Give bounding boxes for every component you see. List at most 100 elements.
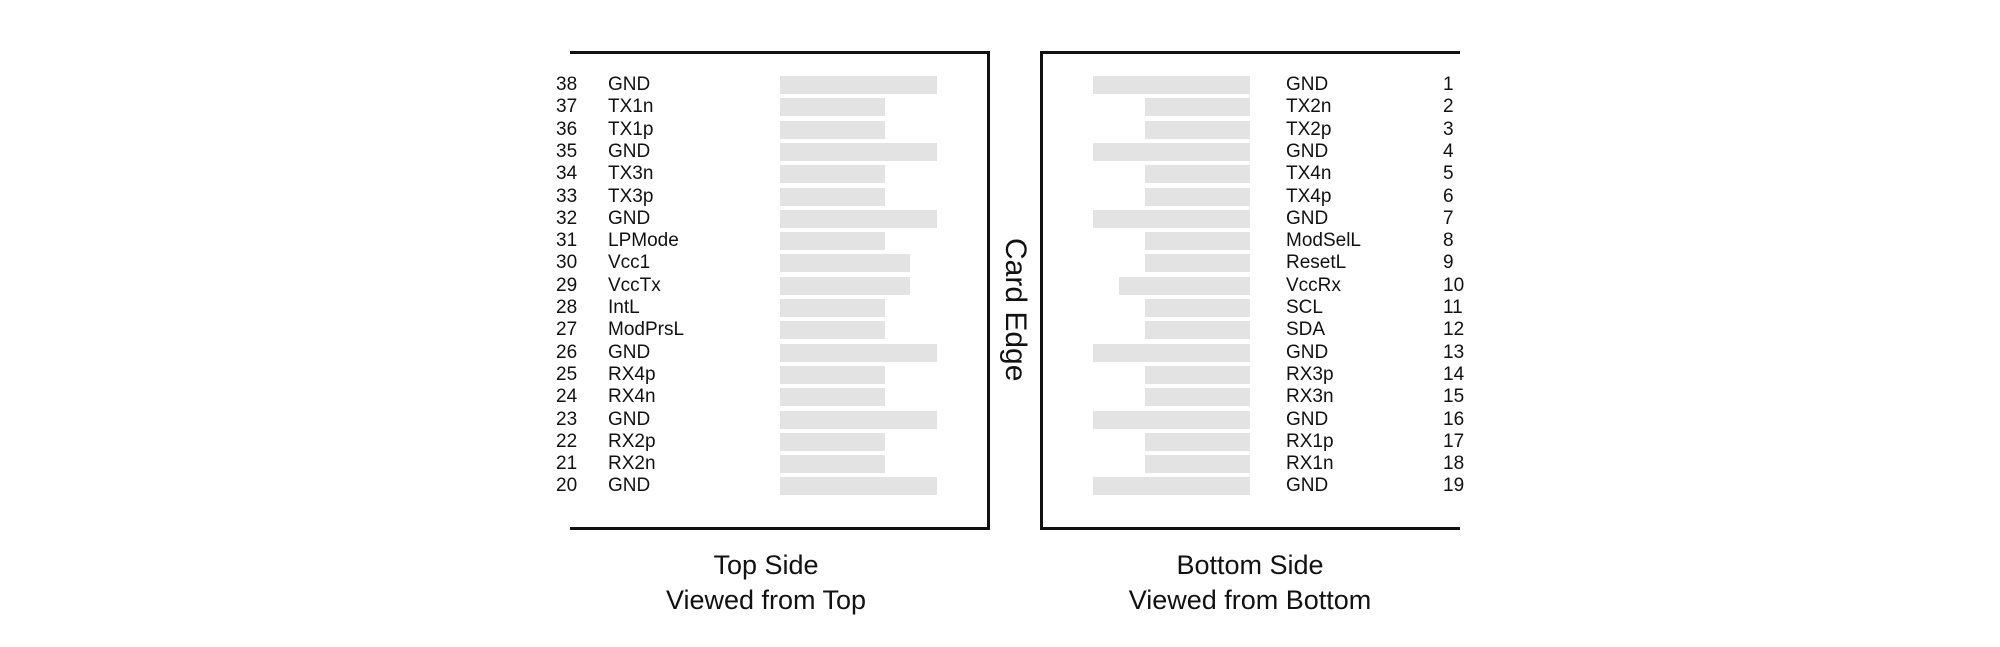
top-pin-row: 38 GND <box>0 74 2000 96</box>
top-pin-row: 22 RX2p <box>0 431 2000 453</box>
contact-pad <box>780 299 885 317</box>
pin-signal-name: GND <box>608 341 651 363</box>
pin-number: 37 <box>556 96 578 118</box>
pin-signal-name: RX3n <box>1286 386 1334 408</box>
pin-number: 30 <box>556 252 578 274</box>
pin-signal-name: SCL <box>1286 297 1323 318</box>
contact-pad <box>1145 365 1250 384</box>
bottom-pin-row: 4 GND <box>0 141 2000 163</box>
contact-pad <box>780 209 937 228</box>
pin-signal-name: GND <box>608 408 651 430</box>
top-pin-row: 37 TX1n <box>0 96 2000 118</box>
top-side-border-bottom <box>570 527 990 530</box>
pin-signal-name: Vcc1 <box>608 252 651 274</box>
pin-number: 22 <box>556 430 578 452</box>
pin-signal-name: RX3p <box>1286 363 1334 385</box>
pin-number: 10 <box>1443 274 1465 296</box>
contact-pad <box>780 388 885 407</box>
bottom-side-border-bottom <box>1040 527 1460 530</box>
pin-signal-name: GND <box>1286 475 1329 497</box>
pin-number: 25 <box>556 363 578 385</box>
pin-number: 14 <box>1443 363 1465 385</box>
contact-pad <box>1119 276 1250 295</box>
contact-pad <box>1093 477 1250 496</box>
pin-signal-name: GND <box>1286 74 1329 95</box>
top-pin-row: 34 TX3n <box>0 163 2000 185</box>
contact-pad <box>1145 232 1250 251</box>
contact-pad <box>780 432 885 451</box>
contact-pad <box>780 98 885 117</box>
pin-number: 7 <box>1443 207 1454 229</box>
pin-signal-name: TX3n <box>608 163 654 185</box>
contact-pad <box>1145 432 1250 451</box>
pin-signal-name: SDA <box>1286 319 1326 341</box>
card-edge-label: Card Edge <box>999 238 1032 382</box>
pin-number: 12 <box>1443 319 1465 341</box>
pin-number: 4 <box>1443 140 1454 162</box>
contact-pad <box>1145 254 1250 273</box>
top-side-border-right <box>987 51 990 530</box>
top-pin-row: 30 Vcc1 <box>0 252 2000 274</box>
pin-signal-name: TX1n <box>608 96 654 118</box>
contact-pad <box>780 276 910 295</box>
contact-pad <box>780 455 885 474</box>
contact-pad <box>780 365 885 384</box>
pin-number: 15 <box>1443 386 1465 408</box>
contact-pad <box>1145 120 1250 139</box>
pin-signal-name: GND <box>1286 341 1329 363</box>
top-side-border-top <box>570 51 990 54</box>
pin-number: 21 <box>556 453 578 475</box>
pin-number: 32 <box>556 207 578 229</box>
pin-signal-name: RX1n <box>1286 453 1334 475</box>
contact-pad <box>780 76 937 94</box>
pin-number: 34 <box>556 163 578 185</box>
contact-pad <box>1145 299 1250 317</box>
contact-pad <box>780 254 910 273</box>
top-pin-row: 25 RX4p <box>0 364 2000 386</box>
bottom-side-border-top <box>1040 51 1460 54</box>
contact-pad <box>1093 209 1250 228</box>
bottom-pin-row: 16 GND <box>0 409 2000 431</box>
pin-signal-name: RX4n <box>608 386 656 408</box>
pin-signal-name: RX4p <box>608 363 656 385</box>
contact-pad <box>1093 343 1250 362</box>
contact-pad <box>780 343 937 362</box>
contact-pad <box>1145 187 1250 206</box>
pin-signal-name: VccTx <box>608 274 661 296</box>
pin-number: 33 <box>556 185 578 207</box>
pin-number: 16 <box>1443 408 1465 430</box>
pin-signal-name: GND <box>608 140 651 162</box>
top-pin-row: 26 GND <box>0 342 2000 364</box>
top-side-caption: Top Side Viewed from Top <box>516 548 1016 618</box>
pin-signal-name: LPMode <box>608 230 679 252</box>
contact-pad <box>1145 388 1250 407</box>
pin-number: 20 <box>556 475 578 497</box>
pin-signal-name: ModPrsL <box>608 319 685 341</box>
bottom-side-caption-title: Bottom Side <box>1176 550 1324 580</box>
pin-number: 1 <box>1443 74 1454 95</box>
pin-number: 38 <box>556 74 578 95</box>
bottom-pin-row: 1 GND <box>0 74 2000 96</box>
pin-signal-name: RX2p <box>608 430 656 452</box>
pin-number: 26 <box>556 341 578 363</box>
top-pin-row: 23 GND <box>0 409 2000 431</box>
pin-number: 17 <box>1443 430 1465 452</box>
bottom-side-border-left <box>1040 51 1043 530</box>
contact-pad <box>780 477 937 496</box>
pin-number: 23 <box>556 408 578 430</box>
top-side-caption-subtitle: Viewed from Top <box>665 585 867 615</box>
contact-pad <box>780 187 885 206</box>
